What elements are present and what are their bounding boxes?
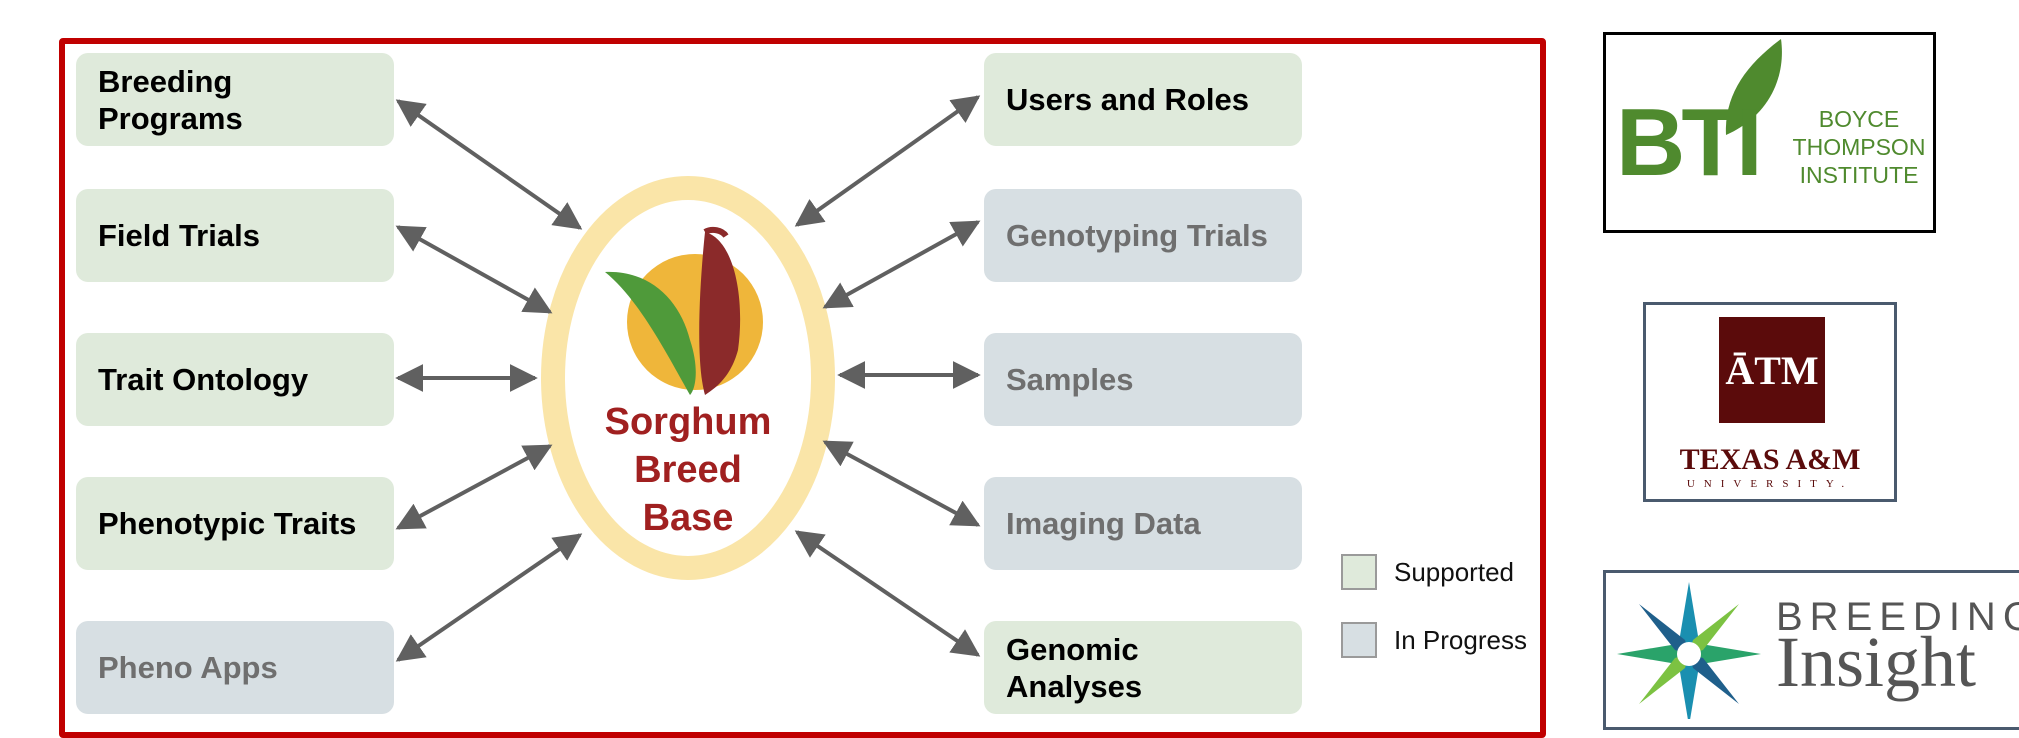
right-box-3: Samples — [984, 333, 1302, 426]
tamu-logo: ĀTM TEXAS A&M UNIVERSITY. — [1643, 302, 1897, 502]
legend-label-in-progress: In Progress — [1394, 625, 1527, 655]
right-box-4: Imaging Data — [984, 477, 1302, 570]
arrow-genotyping-trials — [822, 220, 981, 309]
breeding-insight-logo: BREEDING Insight — [1603, 570, 2019, 730]
box-line: Phenotypic Traits — [98, 506, 357, 541]
bti-letters: BTI — [1616, 89, 1763, 196]
arrows — [395, 95, 981, 662]
bti-word: BOYCE — [1818, 106, 1900, 132]
center-title: Sorghum Breed Base — [560, 398, 816, 542]
left-box-4: Phenotypic Traits — [76, 477, 394, 570]
diagram-svg — [395, 95, 981, 662]
tamu-name: TEXAS A&M — [1679, 443, 1861, 476]
arrow-breeding-programs — [395, 99, 583, 230]
arrow-imaging-data — [822, 440, 981, 527]
box-line: Breeding — [98, 63, 233, 99]
center-line: Sorghum — [604, 401, 772, 443]
bi-word-breeding: BREEDING — [1776, 595, 2019, 639]
box-line: Genomic — [1006, 631, 1139, 667]
right-box-2: Genotyping Trials — [984, 189, 1302, 282]
arrow-phenotypic-traits — [395, 444, 553, 530]
box-line: Pheno Apps — [98, 650, 278, 685]
bti-words: BOYCE THOMPSON INSTITUTE — [1784, 105, 1934, 189]
box-line: Genotyping Trials — [1006, 218, 1268, 253]
tamu-subtitle: UNIVERSITY. — [1686, 478, 1854, 490]
atm-emblem-icon: ĀTM — [1719, 317, 1825, 423]
box-line: Analyses — [1006, 668, 1143, 704]
center-line: Breed — [634, 449, 742, 491]
bi-word-insight: Insight — [1776, 622, 1977, 702]
arrow-users-and-roles — [794, 95, 981, 227]
box-line: Programs — [98, 100, 243, 136]
arrow-pheno-apps — [395, 533, 583, 662]
box-line: Trait Ontology — [98, 362, 309, 397]
legend-label-supported: Supported — [1394, 557, 1514, 587]
right-box-1: Users and Roles — [984, 53, 1302, 146]
leaf-icon — [1725, 39, 1782, 135]
star-burst-icon — [1617, 582, 1761, 719]
box-line: Imaging Data — [1006, 506, 1201, 541]
legend-swatch-in-progress — [1341, 622, 1377, 658]
box-line: Users and Roles — [1006, 82, 1249, 117]
sorghum-logo — [605, 226, 763, 395]
left-box-2: Field Trials — [76, 189, 394, 282]
box-line: Field Trials — [98, 218, 260, 253]
bti-logo: BTI BOYCE THOMPSON INSTITUTE — [1603, 32, 1936, 233]
legend-swatch-supported — [1341, 554, 1377, 590]
center-line: Base — [642, 497, 734, 539]
bti-word: THOMPSON — [1792, 134, 1926, 160]
arrow-genomic-analyses — [794, 530, 981, 657]
left-box-3: Trait Ontology — [76, 333, 394, 426]
box-line: Samples — [1006, 362, 1134, 397]
left-box-5: Pheno Apps — [76, 621, 394, 714]
arrow-field-trials — [395, 225, 553, 314]
bti-word: INSTITUTE — [1799, 162, 1919, 188]
